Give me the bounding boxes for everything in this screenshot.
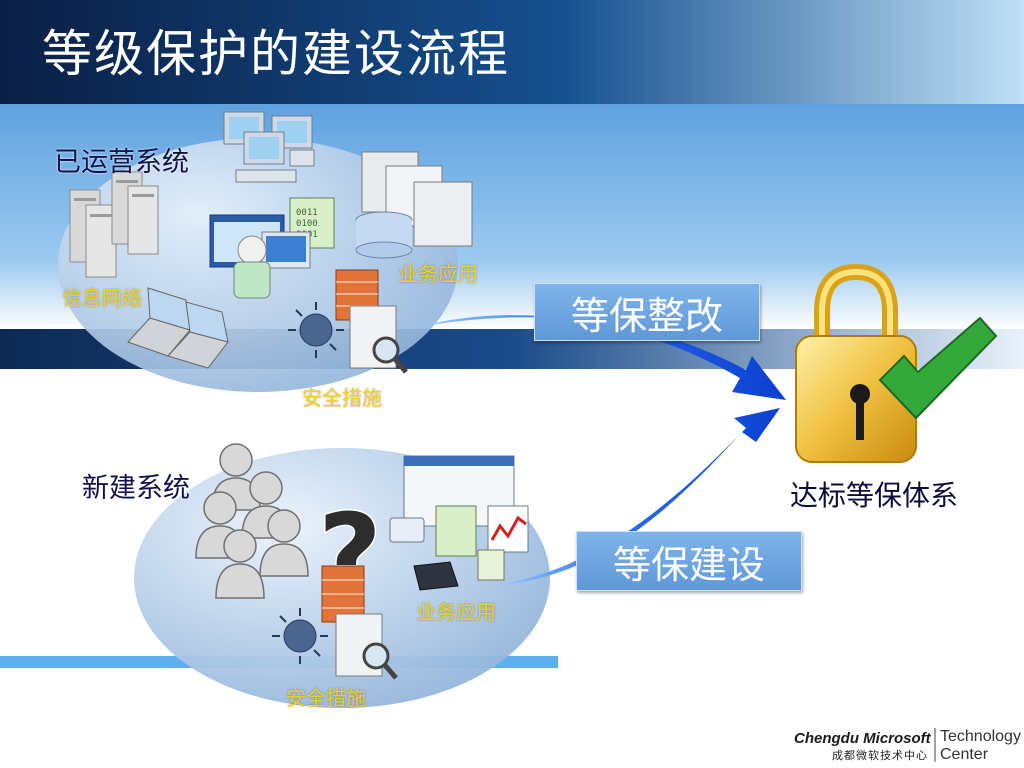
build-box: 等保建设 [576,531,802,591]
logo-main-text: Chengdu Microsoft [794,730,931,747]
network-label: 信息网络 [62,286,142,310]
security-label: 安全措施 [302,386,382,410]
existing-system-label: 已运营系统 [54,147,189,178]
application-window-icon: 0011 0100 0001 [209,197,335,299]
firewall-icon [335,269,408,374]
users-group-icon [195,443,309,599]
build-label: 等保建设 [612,542,765,587]
svg-text:0100: 0100 [296,219,318,229]
business-label: 业务应用 [398,262,478,286]
rectify-arrow [418,315,786,400]
check-icon [878,316,998,420]
page-title: 等级保护的建设流程 [42,25,510,83]
logo-left: Chengdu Microsoft 成都微软技术中心 [794,730,931,763]
lock-icon [795,263,917,463]
rectify-box: 等保整改 [534,283,760,341]
logo-right-line2: Center [940,746,989,763]
virus-icon [288,302,344,358]
workstations-icon [223,111,315,183]
documents-icon [389,455,529,591]
build-arrow [495,408,780,585]
rectify-label: 等保整改 [570,293,723,338]
new-system-label: 新建系统 [82,473,190,504]
new-security-label: 安全措施 [286,686,366,710]
logo-sub-text: 成都微软技术中心 [832,749,928,762]
svg-text:0011: 0011 [296,208,318,218]
server-rack-icon [69,171,159,278]
title-bar [0,0,1024,104]
laptops-icon [127,287,229,369]
database-servers-icon [355,151,473,259]
logo-right-line1: Technology [940,728,1021,745]
result-label: 达标等保体系 [790,479,959,512]
logo-right: Technology Center [940,728,1021,764]
virus-icon-new [272,608,328,664]
firewall-icon-new [321,565,398,680]
new-business-label: 业务应用 [416,600,496,624]
